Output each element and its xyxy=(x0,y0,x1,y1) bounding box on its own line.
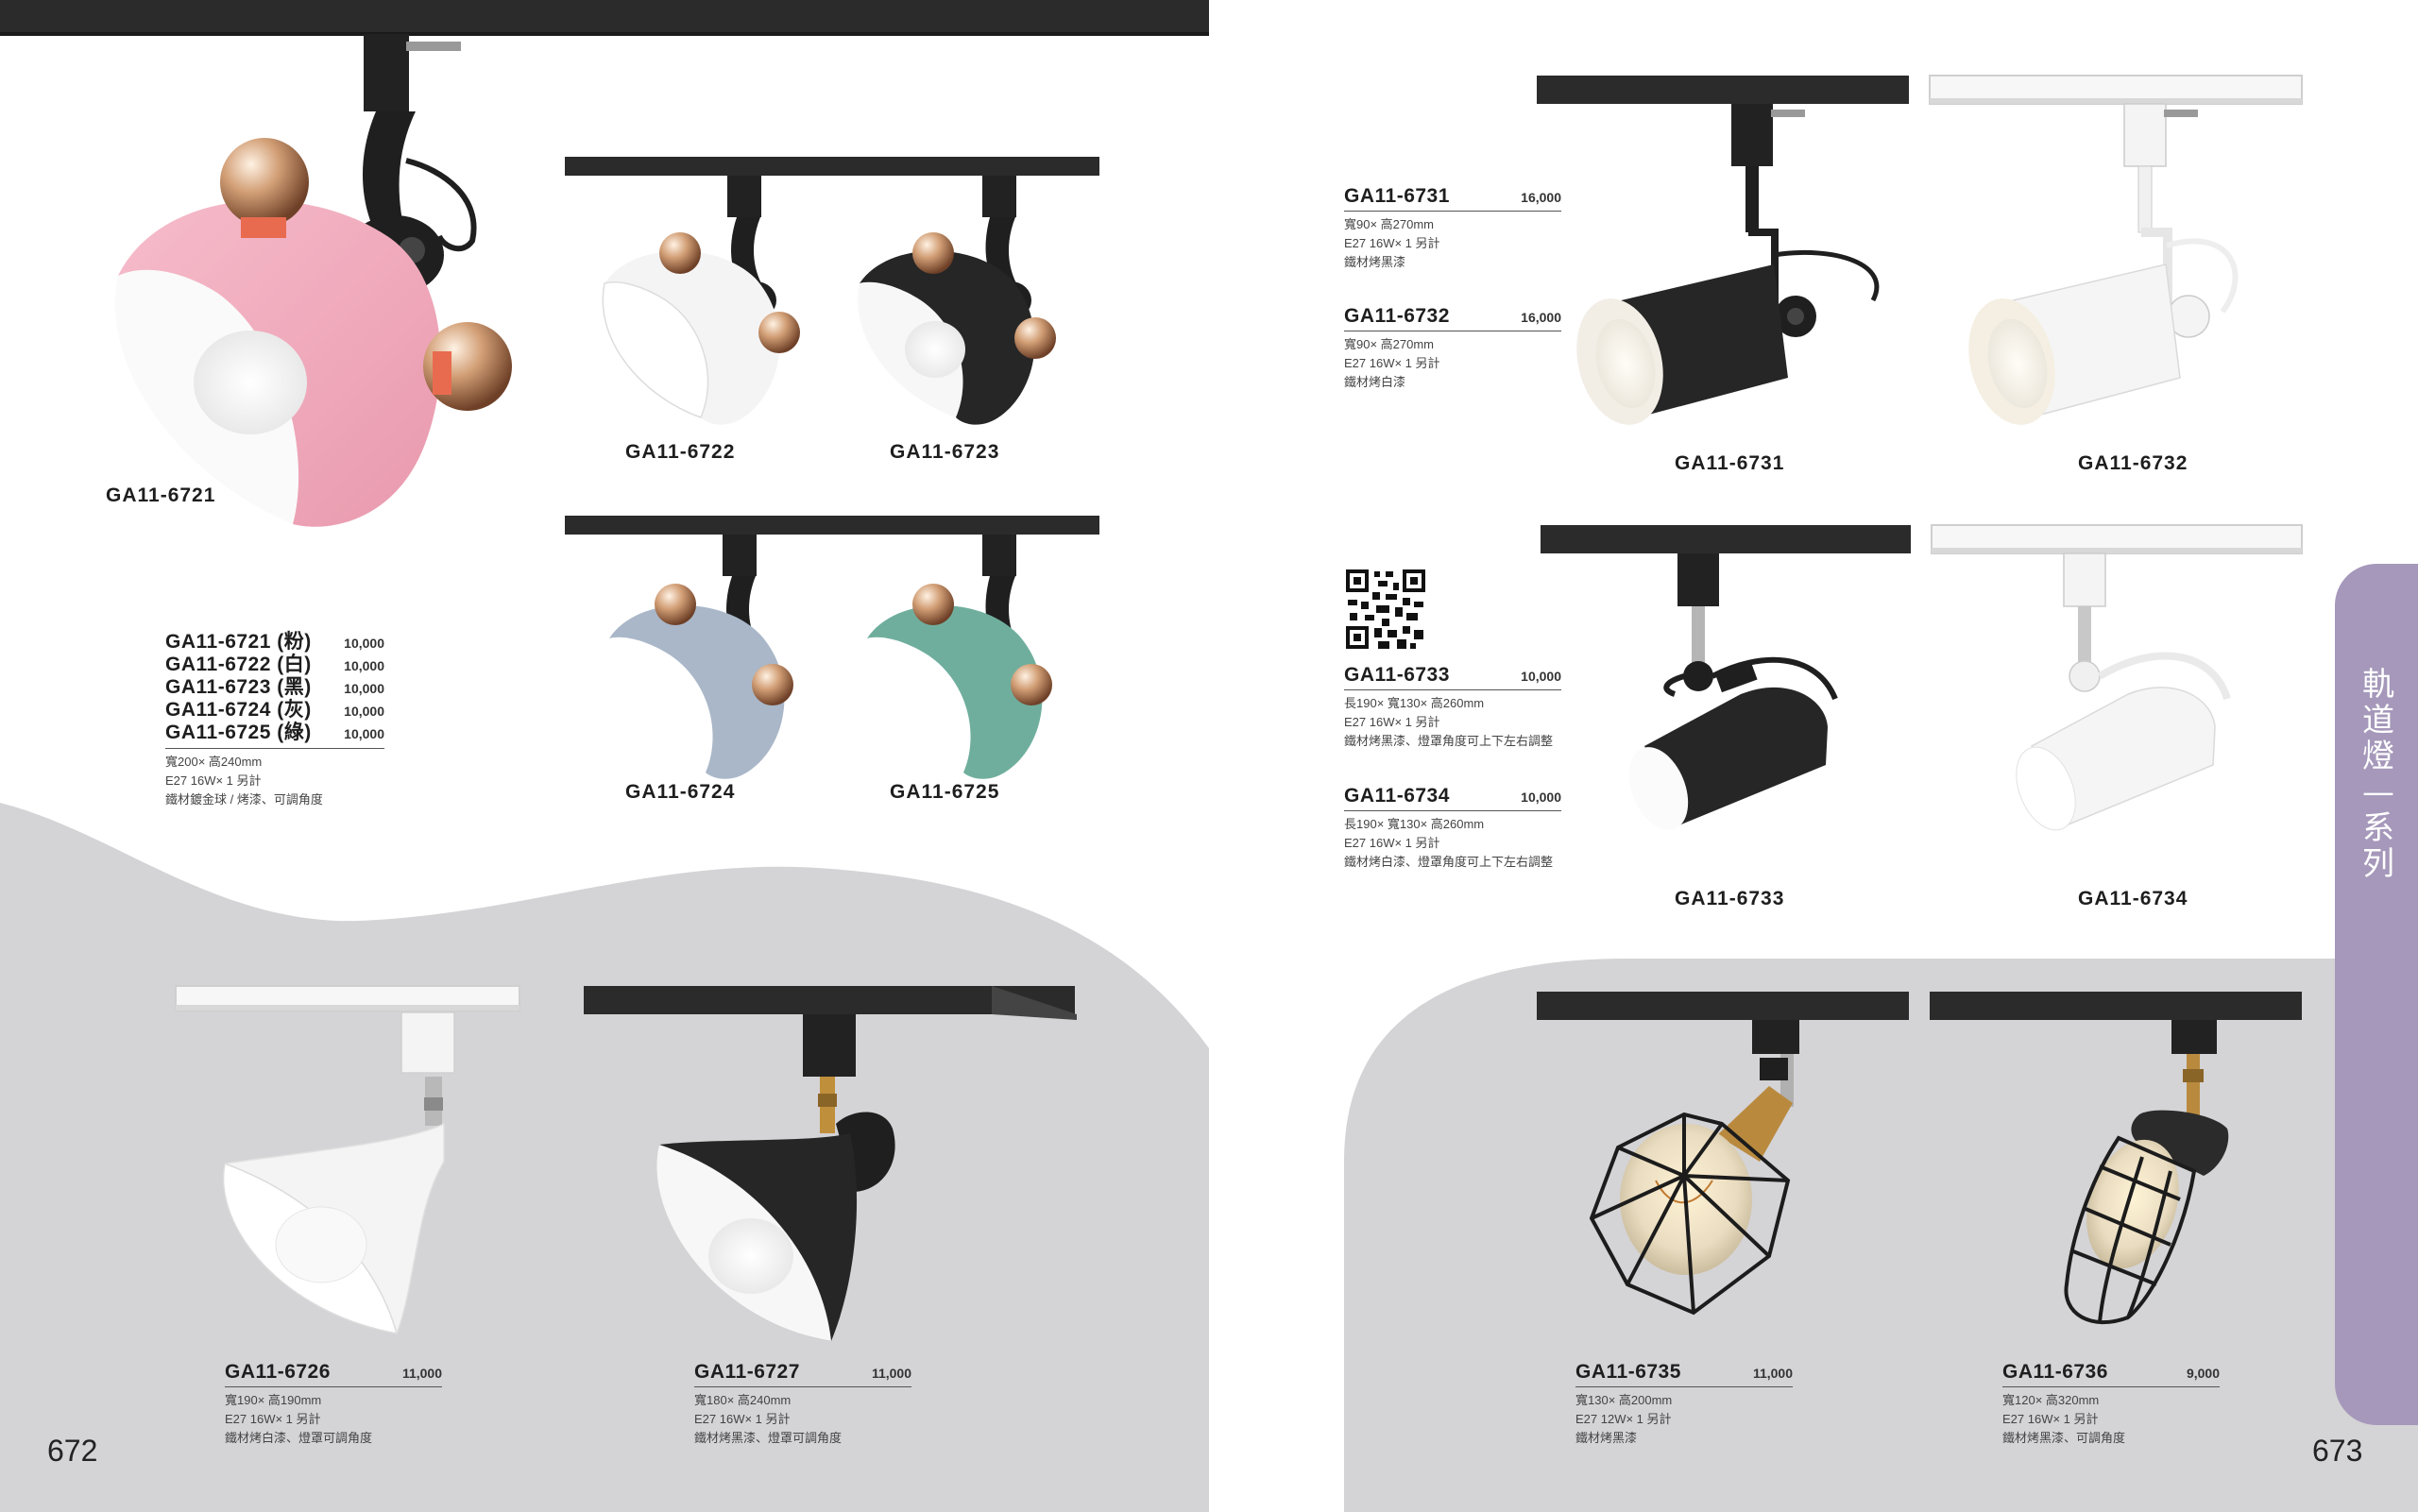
spec-bulb: E27 16W× 1 另計 xyxy=(225,1412,321,1426)
spec-bulb: E27 16W× 1 另計 xyxy=(1344,236,1440,250)
spec-dimension: 寬120× 高320mm xyxy=(2002,1393,2100,1407)
spec-price: 16,000 xyxy=(1521,310,1561,325)
track-6724-6725 xyxy=(565,516,1099,535)
spec-material: 鐵材烤黑漆、燈罩可調角度 xyxy=(694,1431,843,1445)
qr-code xyxy=(1344,568,1427,651)
spec-dimension: 長190× 寬130× 高260mm xyxy=(1344,817,1485,831)
page-gutter xyxy=(1209,0,1344,1512)
lamp-photo-6727 xyxy=(656,1014,895,1341)
spec-price: 10,000 xyxy=(1521,669,1561,684)
spec-material: 鐵材烤黑漆、燈罩角度可上下左右調整 xyxy=(1344,734,1554,748)
section-side-tab-label: 軌道燈—系列 xyxy=(2362,666,2394,883)
spec-material: 鐵材烤黑漆 xyxy=(1344,255,1406,269)
spec-material: 鐵材鍍金球 / 烤漆、可調角度 xyxy=(165,792,323,807)
track-6735 xyxy=(1537,992,1909,1020)
spec-6736: GA11-6736 9,000 寬120× 高320mm E27 16W× 1 另… xyxy=(2002,1361,2220,1448)
spec-row: GA11-6721 (粉)10,000 xyxy=(165,631,384,653)
spec-6731: GA11-6731 16,000 寬90× 高270mm E27 16W× 1 另… xyxy=(1344,185,1561,272)
right-grey-region xyxy=(1344,959,2418,1512)
spec-price: 11,000 xyxy=(871,1366,911,1381)
spec-model: GA11-6732 xyxy=(1344,305,1450,327)
lamp-photo-6733 xyxy=(1628,553,1838,830)
catalog-page-left: GA11-6721 GA11-6722 GA11-6723 GA11-6724 … xyxy=(0,0,1209,1512)
spec-6726: GA11-6726 11,000 寬190× 高190mm E27 16W× 1 … xyxy=(225,1361,442,1448)
label-6725: GA11-6725 xyxy=(890,781,1000,803)
lamp-photo-6721 xyxy=(114,34,512,527)
spec-dimension: 長190× 寬130× 高260mm xyxy=(1344,696,1485,710)
spec-price: 11,000 xyxy=(1752,1366,1793,1381)
label-6731: GA11-6731 xyxy=(1675,452,1785,474)
spec-material: 鐵材烤黑漆 xyxy=(1575,1431,1638,1445)
track-6722-6723 xyxy=(565,157,1099,176)
lamp-photo-6732 xyxy=(1968,103,2239,425)
spec-6727: GA11-6727 11,000 寬180× 高240mm E27 16W× 1 … xyxy=(694,1361,911,1448)
spec-6734: GA11-6734 10,000 長190× 寬130× 高260mm E27 1… xyxy=(1344,785,1561,872)
lamp-photo-6726 xyxy=(222,1011,455,1334)
spec-bulb: E27 16W× 1 另計 xyxy=(1344,356,1440,370)
spec-model: GA11-6736 xyxy=(2002,1361,2108,1383)
spec-dimension: 寬200× 高240mm xyxy=(165,755,263,769)
spec-material: 鐵材烤白漆、燈罩可調角度 xyxy=(225,1431,373,1445)
label-6733: GA11-6733 xyxy=(1675,888,1785,909)
page-number-right: 673 xyxy=(2312,1434,2363,1468)
spec-divider xyxy=(165,748,384,749)
lamp-photo-6736 xyxy=(2064,1020,2229,1324)
spec-6735: GA11-6735 11,000 寬130× 高200mm E27 12W× 1 … xyxy=(1575,1361,1793,1448)
spec-price: 11,000 xyxy=(401,1366,442,1381)
track-6721 xyxy=(0,0,1209,36)
lamp-photo-6735 xyxy=(1589,1020,1799,1316)
left-grey-wave xyxy=(0,803,1209,1512)
left-page-artwork xyxy=(0,0,1209,1512)
spec-row: GA11-6725 (綠)10,000 xyxy=(165,722,384,743)
spec-model: GA11-6733 xyxy=(1344,664,1450,686)
label-6721: GA11-6721 xyxy=(106,484,216,506)
lamp-photo-6725 xyxy=(865,535,1052,779)
lamp-photo-6723 xyxy=(858,176,1056,425)
page-number-left: 672 xyxy=(47,1434,98,1468)
label-6734: GA11-6734 xyxy=(2078,888,2188,909)
spec-model: GA11-6727 xyxy=(694,1361,800,1383)
spec-material: 鐵材烤黑漆、可調角度 xyxy=(2002,1431,2126,1445)
track-6736 xyxy=(1930,992,2302,1020)
spec-row: GA11-6723 (黑)10,000 xyxy=(165,676,384,698)
spec-model: GA11-6726 xyxy=(225,1361,331,1383)
lamp-photo-6722 xyxy=(602,176,800,425)
spec-model: GA11-6731 xyxy=(1344,185,1450,207)
label-6732: GA11-6732 xyxy=(2078,452,2188,474)
spec-bulb: E27 16W× 1 另計 xyxy=(2002,1412,2099,1426)
spec-bulb: E27 16W× 1 另計 xyxy=(694,1412,791,1426)
spec-6733: GA11-6733 10,000 長190× 寬130× 高260mm E27 1… xyxy=(1344,664,1561,751)
lamp-photo-6734 xyxy=(2016,552,2231,831)
spec-material: 鐵材烤白漆 xyxy=(1344,375,1406,389)
spec-model: GA11-6735 xyxy=(1575,1361,1681,1383)
spec-bulb: E27 12W× 1 另計 xyxy=(1575,1412,1672,1426)
spec-group-6721-6725: GA11-6721 (粉)10,000 GA11-6722 (白)10,000 … xyxy=(165,631,384,809)
right-page-artwork xyxy=(1344,75,2418,1512)
track-6731 xyxy=(1537,76,1909,104)
label-6722: GA11-6722 xyxy=(625,441,736,463)
spec-price: 9,000 xyxy=(2186,1366,2220,1381)
catalog-page-right: GA11-6731 16,000 寬90× 高270mm E27 16W× 1 另… xyxy=(1344,0,2418,1512)
spec-dimension: 寬130× 高200mm xyxy=(1575,1393,1673,1407)
section-side-tab xyxy=(2335,564,2418,1425)
spec-dimension: 寬90× 高270mm xyxy=(1344,217,1435,231)
spec-dimension: 寬90× 高270mm xyxy=(1344,337,1435,351)
spec-model: GA11-6734 xyxy=(1344,785,1450,807)
spec-6732: GA11-6732 16,000 寬90× 高270mm E27 16W× 1 另… xyxy=(1344,305,1561,392)
spec-bulb: E27 16W× 1 另計 xyxy=(1344,836,1440,850)
spec-dimension: 寬190× 高190mm xyxy=(225,1393,322,1407)
label-6723: GA11-6723 xyxy=(890,441,1000,463)
spec-price: 16,000 xyxy=(1521,190,1561,205)
spec-price: 10,000 xyxy=(1521,790,1561,805)
lamp-photo-6724 xyxy=(607,535,793,779)
track-6733 xyxy=(1541,525,1911,553)
lamp-photo-6731 xyxy=(1576,104,1880,425)
spec-bulb: E27 16W× 1 另計 xyxy=(165,773,262,788)
spec-material: 鐵材烤白漆、燈罩角度可上下左右調整 xyxy=(1344,855,1554,869)
spec-bulb: E27 16W× 1 另計 xyxy=(1344,715,1440,729)
spec-row: GA11-6724 (灰)10,000 xyxy=(165,699,384,721)
spec-dimension: 寬180× 高240mm xyxy=(694,1393,792,1407)
label-6724: GA11-6724 xyxy=(625,781,736,803)
spec-row: GA11-6722 (白)10,000 xyxy=(165,654,384,675)
